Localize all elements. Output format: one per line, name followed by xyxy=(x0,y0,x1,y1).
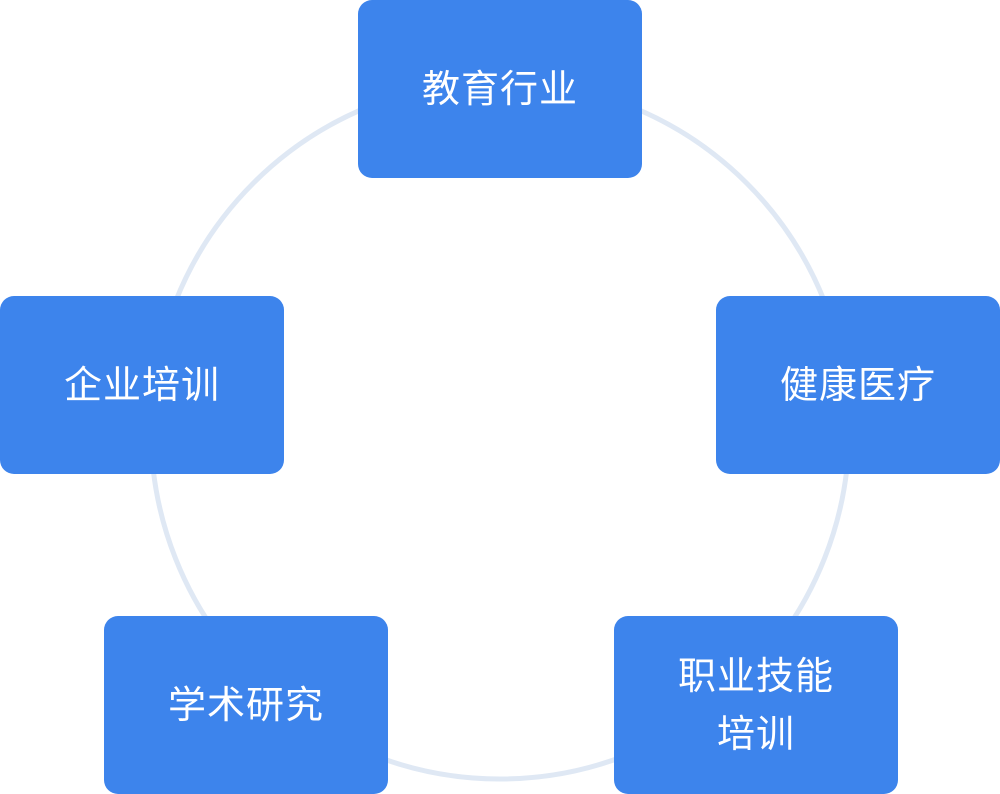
node-label: 企业培训 xyxy=(63,363,220,407)
node-corporate-training: 企业培训 xyxy=(0,296,284,474)
node-label: 健康医疗 xyxy=(779,363,936,407)
node-academic-research: 学术研究 xyxy=(104,616,388,794)
node-vocational-training: 职业技能培训 xyxy=(614,616,898,794)
node-education-industry: 教育行业 xyxy=(358,0,642,178)
node-label: 学术研究 xyxy=(167,683,324,727)
node-healthcare: 健康医疗 xyxy=(716,296,1000,474)
node-label: 职业技能培训 xyxy=(677,654,834,756)
node-label: 教育行业 xyxy=(421,67,578,111)
